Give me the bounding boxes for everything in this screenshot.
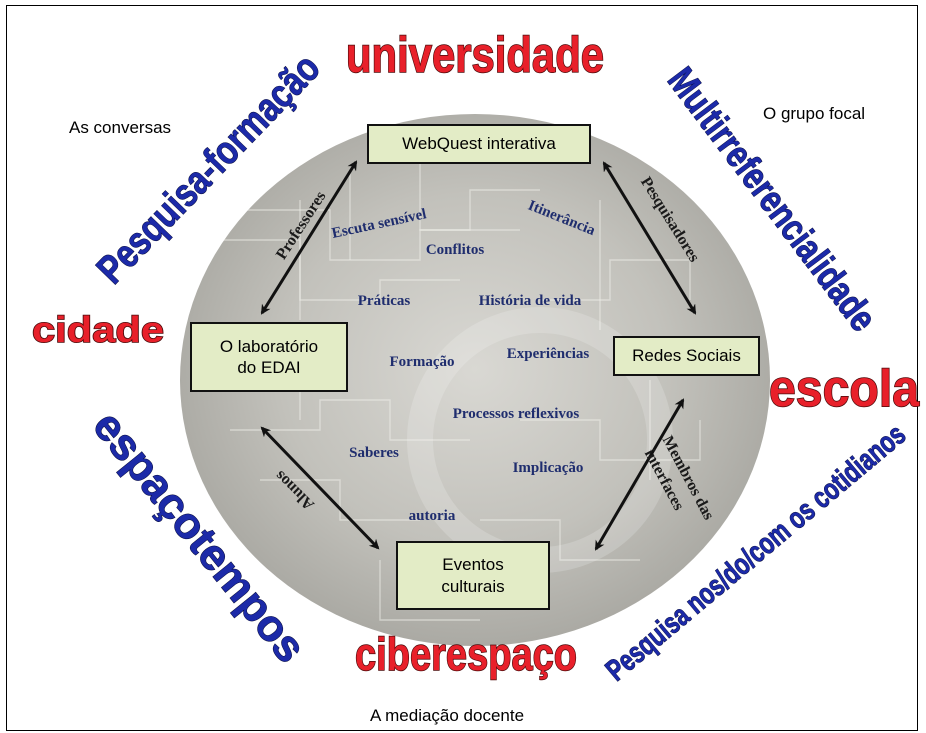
box-redes-sociais: Redes Sociais xyxy=(613,336,760,376)
box-eventos-culturais: Eventos culturais xyxy=(396,541,550,610)
arrow-lab-webquest xyxy=(260,160,358,315)
diagram-frame xyxy=(6,5,918,731)
box-webquest-interativa: WebQuest interativa xyxy=(367,124,591,164)
box-laboratorio-edai: O laboratório do EDAI xyxy=(190,322,348,392)
term-saberes: Saberes xyxy=(349,445,399,461)
term-experiencias: Experiências xyxy=(507,346,590,362)
term-autoria: autoria xyxy=(409,508,456,524)
text-o-grupo-focal: O grupo focal xyxy=(763,104,866,123)
word-universidade: universidade xyxy=(346,27,604,83)
text-a-mediacao-docente: A mediação docente xyxy=(370,706,525,725)
term-conflitos: Conflitos xyxy=(426,242,485,258)
term-historia-de-vida: História de vida xyxy=(479,293,582,309)
arrow-lab-eventos xyxy=(260,426,380,550)
term-formacao: Formação xyxy=(390,354,455,370)
word-cidade: cidade xyxy=(32,309,164,350)
arrow-webquest-redes xyxy=(602,161,697,315)
word-ciberespaco: ciberespaço xyxy=(355,628,577,680)
term-processos-reflexivos: Processos reflexivos xyxy=(453,406,580,422)
word-escola: escola xyxy=(769,360,920,418)
term-implicacao: Implicação xyxy=(513,460,584,476)
term-praticas: Práticas xyxy=(358,293,411,309)
text-as-conversas: As conversas xyxy=(69,118,172,137)
arrow-redes-eventos xyxy=(594,398,685,551)
